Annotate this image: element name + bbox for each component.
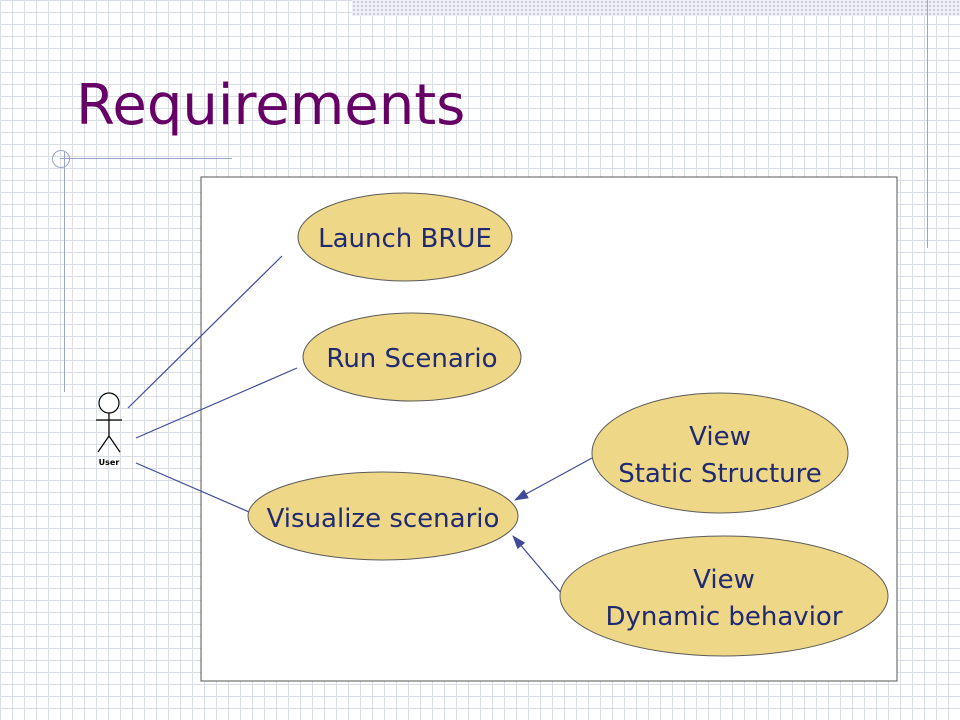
use-case-label-line1: View [689,422,751,452]
association-launch [127,255,283,409]
use-case-label-line2: Static Structure [618,459,822,489]
association-run [135,367,298,439]
decorative-circle [52,150,70,168]
use-case-run-scenario[interactable]: Run Scenario [302,312,522,402]
use-case-label-line1: View [693,565,755,595]
use-case-view-static-structure[interactable]: View Static Structure [591,392,849,514]
use-case-launch-brue[interactable]: Launch BRUE [297,192,513,282]
use-case-label: Run Scenario [326,344,497,374]
decorative-vertical-line [927,0,928,248]
use-case-label-line2: Dynamic behavior [605,602,842,632]
association-visualize [135,462,264,519]
use-case-label: Launch BRUE [318,224,492,254]
actor-label: User [99,458,120,467]
actor-right-leg [108,435,121,453]
actor-head [98,392,120,414]
use-case-visualize-scenario[interactable]: Visualize scenario [247,471,519,561]
extend-arrow-static [514,457,593,501]
title-underline [60,158,232,159]
extend-arrow-dynamic [512,535,563,595]
use-case-label: Visualize scenario [267,504,500,534]
actor-user[interactable]: User [96,392,122,467]
actor-left-leg [97,435,110,453]
header-pattern-band [352,0,960,16]
use-case-view-dynamic-behavior[interactable]: View Dynamic behavior [559,535,889,657]
decorative-left-line [64,152,65,392]
slide-title: Requirements [76,73,466,138]
